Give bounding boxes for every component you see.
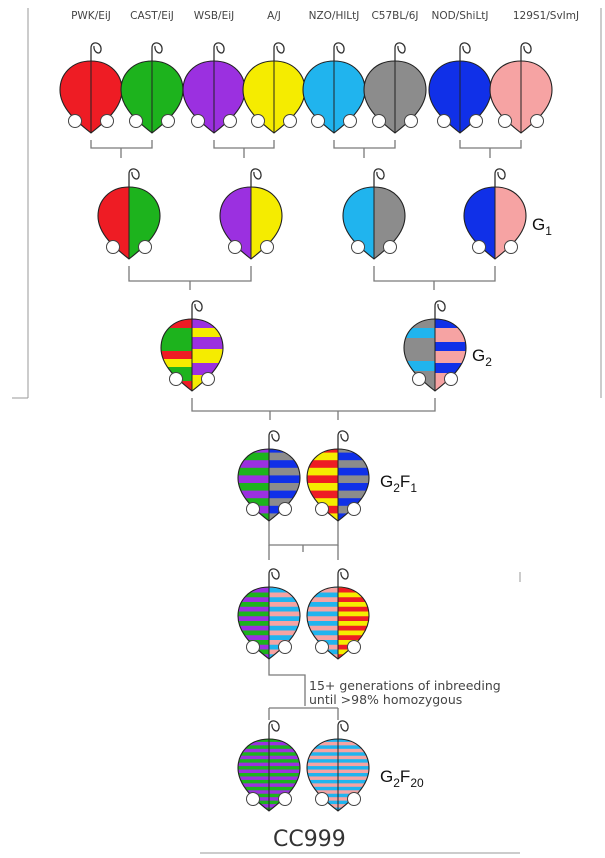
mouse-inbreeding-left — [237, 568, 301, 660]
inbreeding-note-line2: until >98% homozygous — [309, 692, 462, 707]
strain-label-nzo: NZO/HlLtJ — [309, 10, 360, 22]
mice-layer — [59, 42, 553, 812]
strain-label-129s1: 129S1/SvImJ — [513, 10, 579, 22]
mouse-g2-left — [160, 300, 224, 392]
strain-label-aj: A/J — [267, 10, 281, 22]
strain-label-pwk: PWK/EiJ — [71, 10, 111, 22]
mouse-g2f1-right — [306, 430, 370, 522]
strain-label-wsb: WSB/EiJ — [194, 10, 234, 22]
mouse-founder-4 — [242, 42, 306, 134]
mouse-founder-3 — [182, 42, 246, 134]
inbreeding-note-line1: 15+ generations of inbreeding — [309, 678, 501, 693]
generation-label-g2f20: G2F20 — [380, 767, 424, 790]
figure-frame — [12, 8, 602, 854]
strain-labels: PWK/EiJ CAST/EiJ WSB/EiJ A/J NZO/HlLtJ C… — [71, 10, 579, 22]
mouse-g1-pwk-cast — [97, 168, 161, 260]
generation-label-g2f1: G2F1 — [380, 472, 417, 495]
mouse-founder-1 — [59, 42, 123, 134]
inbreeding-note: 15+ generations of inbreeding until >98%… — [309, 678, 501, 707]
mouse-founder-6 — [363, 42, 427, 134]
mouse-g2f20-left — [237, 720, 301, 812]
strain-label-nod: NOD/ShiLtJ — [431, 10, 488, 22]
strain-label-cast: CAST/EiJ — [130, 10, 174, 22]
generation-label-g2: G2 — [472, 346, 492, 369]
generation-label-g1: G1 — [532, 215, 552, 238]
mouse-g1-nzo-c57bl — [342, 168, 406, 260]
mouse-g2f1-left — [237, 430, 301, 522]
mouse-g1-wsb-aj — [219, 168, 283, 260]
mouse-founder-8 — [489, 42, 553, 134]
mouse-founder-2 — [120, 42, 184, 134]
mouse-g2-right — [403, 300, 467, 392]
mouse-founder-7 — [428, 42, 492, 134]
strain-label-c57bl: C57BL/6J — [371, 10, 418, 22]
pedigree-connectors — [90, 140, 522, 720]
generation-labels: G1 G2 G2F1 G2F20 — [380, 215, 552, 790]
mouse-inbreeding-right — [306, 568, 370, 660]
mouse-g2f20-right — [306, 720, 370, 812]
mouse-founder-5 — [302, 42, 366, 134]
mouse-g1-nod-129s1 — [463, 168, 527, 260]
strain-name-cc999: CC999 — [273, 827, 346, 852]
